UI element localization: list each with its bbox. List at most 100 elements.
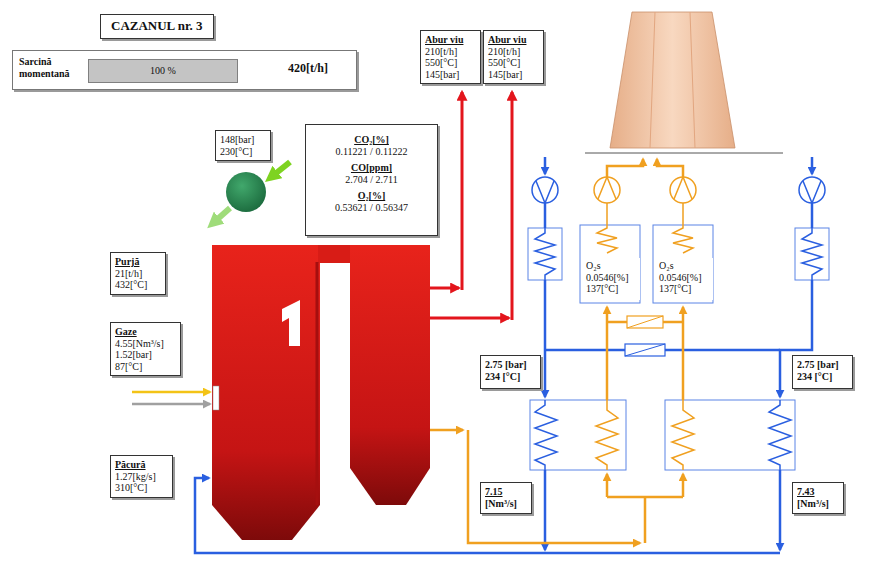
boiler-bridge (318, 245, 352, 263)
title-text: CAZANUL nr. 3 (111, 19, 203, 34)
flue-gas-circuit (430, 159, 694, 543)
gas-inlet-arrow (132, 391, 210, 394)
oil-fuel-box: Păcură1.27[kg/s] 310[°C] (110, 455, 173, 498)
flue-gas-duct (468, 430, 640, 543)
oxygen-box: O₂s0.0546[%] 137[°C] (583, 258, 640, 300)
flue-gas-duct (607, 497, 683, 543)
title-box: CAZANUL nr. 3 (100, 14, 214, 39)
value-text: 0.0546[%] 137[°C] (586, 272, 636, 295)
coil-symbol (769, 400, 791, 470)
value-text: 2.75 [bar] 234 [°C] (485, 359, 535, 382)
forced-draft-fan (532, 177, 558, 203)
air-heater-outline (528, 228, 562, 280)
steam-arrow (461, 92, 464, 290)
heading-text: Purjă (115, 256, 161, 268)
value-text: 210[t/h] 550[°C] 145[bar] (425, 46, 475, 81)
air-preheater-outline (530, 400, 626, 470)
flue-gas-duct (682, 474, 685, 497)
flue-gas-to-chimney (657, 159, 683, 177)
gas-damper (627, 316, 663, 328)
value-text: 0.11221 / 0.11222 (310, 146, 433, 158)
value-text: 2.75 [bar] 234 [°C] (797, 359, 847, 382)
boiler-wall (316, 262, 319, 505)
value-text: Sarcină momentană (19, 56, 79, 79)
oil-inlet-arrow (132, 403, 210, 406)
air-heater-outline (795, 228, 829, 280)
air-line (544, 470, 547, 550)
coil-symbol (535, 400, 557, 470)
value-text: O₂s (659, 260, 710, 272)
coil-symbol (535, 228, 555, 280)
feedwater-arrow (270, 162, 290, 178)
boiler-nose (282, 300, 300, 346)
chimney-shade (650, 12, 695, 148)
value-text: 2.704 / 2.711 (310, 174, 433, 186)
fans (532, 177, 825, 203)
value-text: 1.27[kg/s] 310[°C] (115, 471, 167, 494)
flue-gas-to-chimney (607, 159, 643, 177)
fan-mark (803, 181, 821, 203)
induced-draft-fan (670, 177, 696, 203)
heading-text: CO[ppm] (310, 162, 433, 174)
coil-symbol (597, 203, 617, 253)
value-text: O₂s (586, 260, 637, 272)
load-bar: 100 % (88, 59, 238, 83)
heading-text: 7.15 (485, 486, 527, 498)
drum-box: 148[bar] 230[°C] (215, 130, 271, 161)
heading-text: Păcură (115, 459, 168, 471)
coil-symbol (673, 203, 693, 253)
air-inlet-arrow (544, 157, 547, 174)
boiler-furnace (212, 245, 320, 540)
load-panel: Sarcină momentană 420[t/h] 100 % (12, 50, 357, 90)
air-line (811, 203, 814, 228)
heading-text: CO₂[%] (310, 134, 433, 146)
heading-text: 7.43 (797, 486, 839, 498)
steam-arrow (511, 92, 514, 320)
steam-arrow (430, 287, 459, 290)
blowdown-box: Purjă21[t/h] 432[°C] (110, 252, 166, 295)
heading-text: O₂[%] (310, 190, 433, 202)
heat-exchanger-outlines (528, 225, 829, 470)
flue-gas-arrow (430, 429, 463, 432)
coil-symbol (802, 228, 822, 280)
steam-drum (226, 172, 266, 212)
air-inlet-arrow (811, 157, 814, 174)
coil-symbol (672, 400, 694, 470)
pressure-box: 2.75 [bar] 234 [°C] (792, 355, 853, 389)
burner-port (213, 386, 219, 410)
value-text: 4.55[Nm³/s] 1.52[bar] 87[°C] (115, 338, 175, 373)
air-line (544, 203, 547, 228)
heading-text: Abur viu (488, 34, 539, 46)
blowdown-arrow (212, 208, 230, 224)
flow-box: 7.15[Nm³/s] (480, 482, 532, 514)
chimney (610, 12, 735, 148)
heading-text: Abur viu (425, 34, 476, 46)
gas-fuel-box: Gaze4.55[Nm³/s] 1.52[bar] 87[°C] (110, 322, 181, 376)
steam-box: Abur viu210[t/h] 550[°C] 145[bar] (483, 30, 544, 84)
fan-mark (674, 177, 692, 199)
pressure-box: 2.75 [bar] 234 [°C] (480, 355, 541, 389)
value-text: 210[t/h] 550[°C] 145[bar] (488, 46, 538, 81)
forced-draft-fan (799, 177, 825, 203)
value-text: 0.0546[%] 137[°C] (659, 272, 709, 295)
flow-box: 7.43[Nm³/s] (792, 482, 844, 514)
value-text: 0.53621 / 0.56347 (310, 202, 433, 214)
value-text: 100 % (150, 65, 176, 77)
flue-gas-duct (606, 474, 609, 497)
air-damper (625, 344, 665, 356)
air-line (779, 470, 782, 550)
coil-symbol (596, 400, 618, 470)
air-preheater-outline (665, 400, 795, 470)
steam-box: Abur viu210[t/h] 550[°C] 145[bar] (420, 30, 481, 84)
steam-arrow (430, 317, 509, 320)
air-damper-mark (625, 344, 665, 356)
oxygen-box: O₂s0.0546[%] 137[°C] (656, 258, 713, 300)
air-circuit (195, 157, 822, 553)
air-line (544, 280, 547, 397)
gas-duct-outline (653, 225, 713, 303)
value-text: [Nm³/s] (485, 498, 527, 510)
value-text: [Nm³/s] (797, 498, 839, 510)
value-text: 420[t/h] (288, 62, 328, 76)
boiler-convective-pass (350, 245, 430, 505)
